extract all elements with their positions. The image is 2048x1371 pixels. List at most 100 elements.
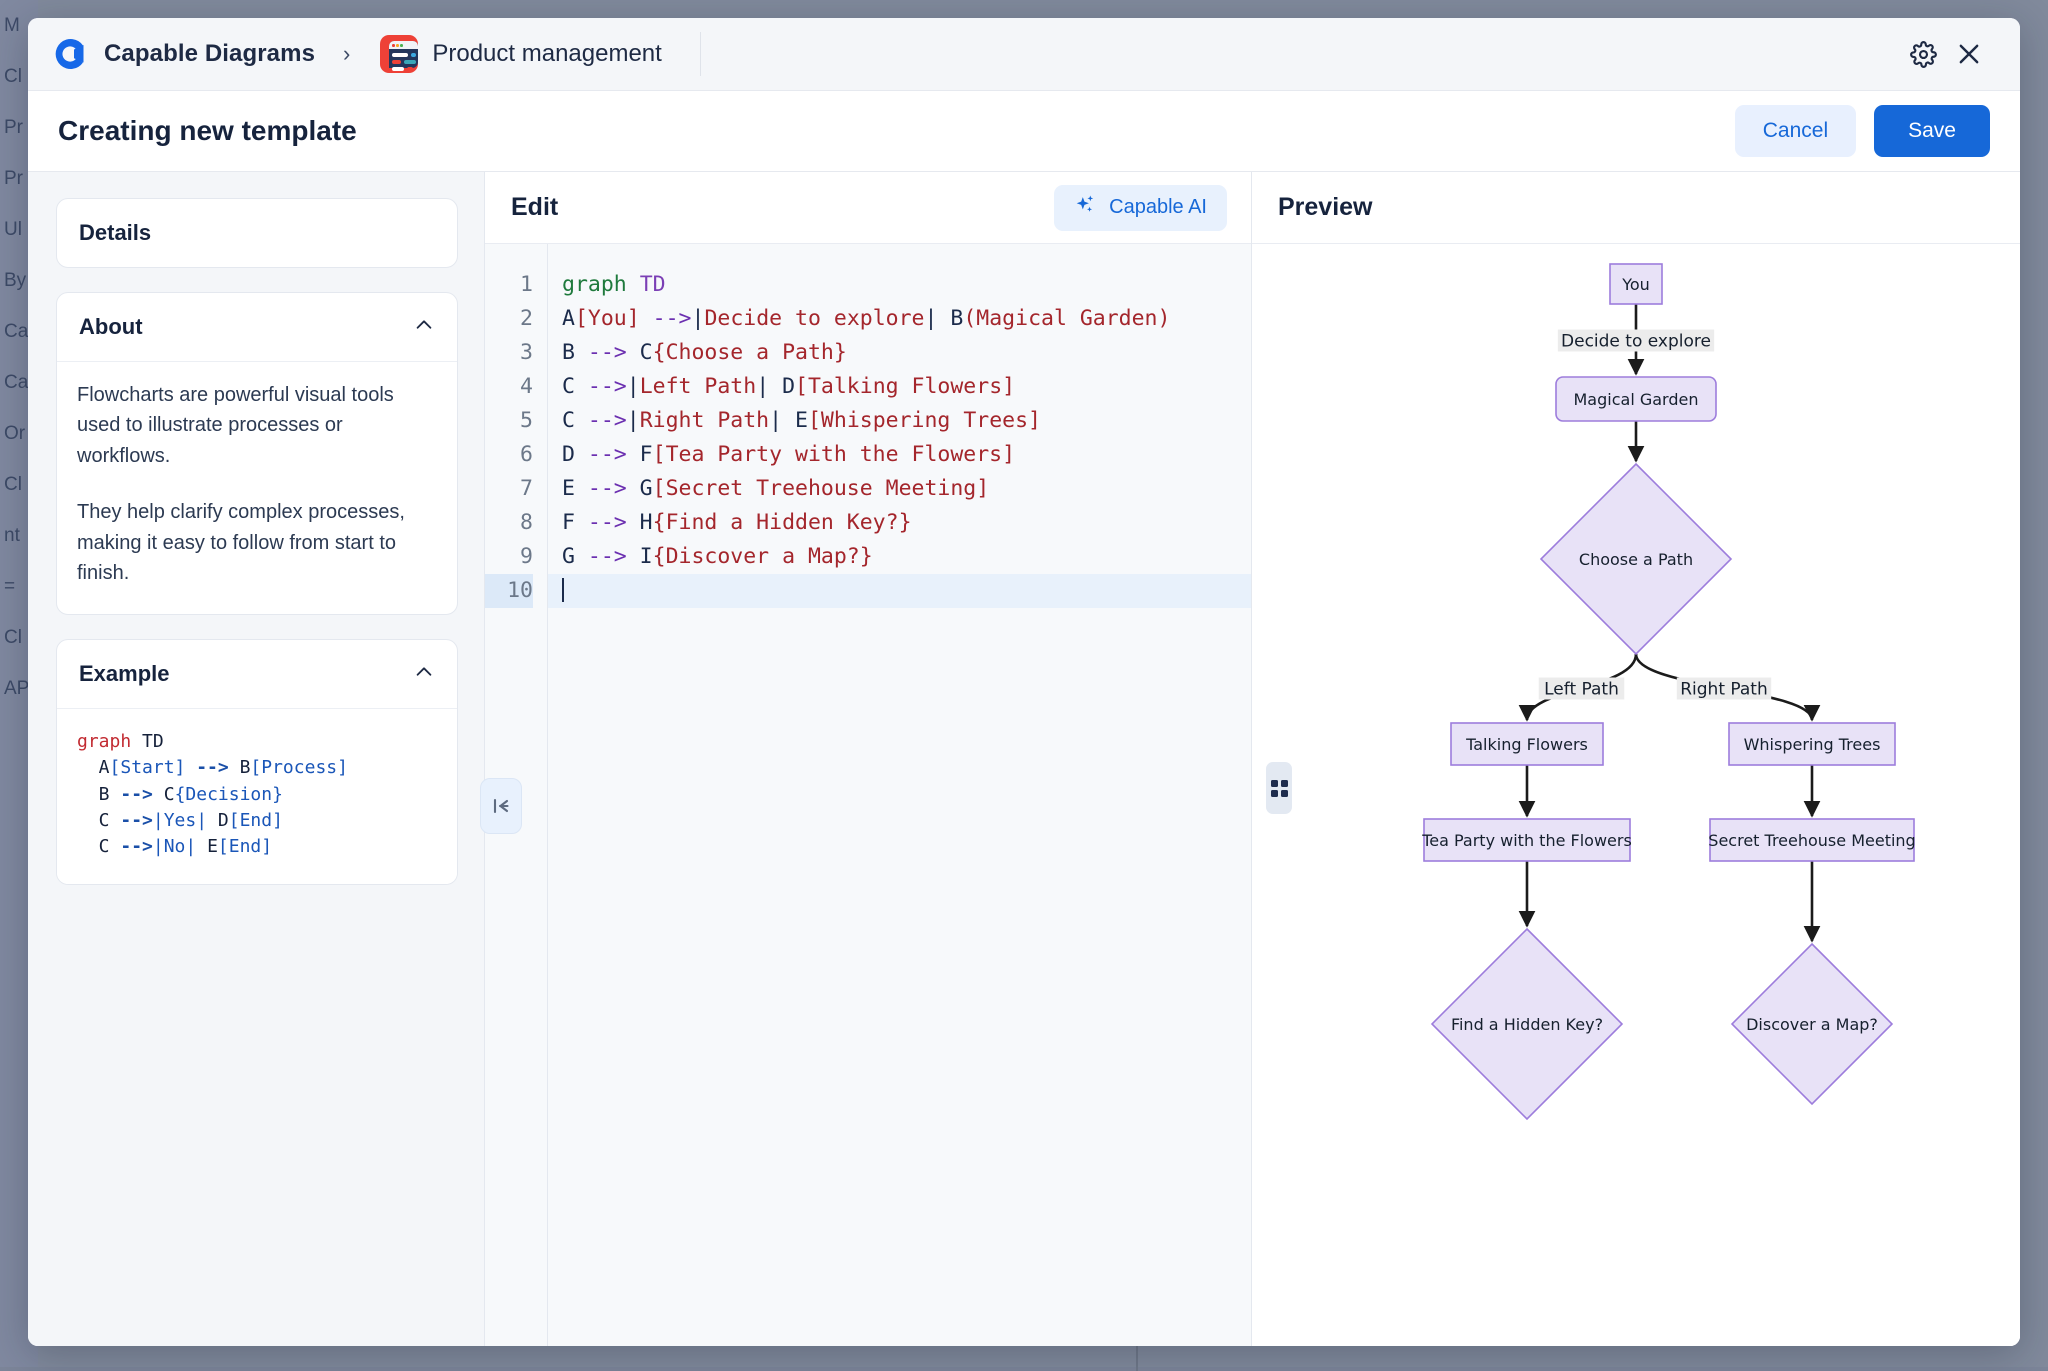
code-token: C: [153, 784, 175, 805]
code-token: C: [77, 810, 120, 831]
diagram-node[interactable]: Talking Flowers: [1451, 723, 1603, 765]
editor-code-line[interactable]: A[You] -->|Decide to explore| B(Magical …: [562, 302, 1251, 336]
preview-pane: Preview YouMagical GardenChoose a PathTa…: [1252, 172, 2020, 1346]
code-token: TD: [640, 272, 666, 297]
diagram-node-label: Secret Treehouse Meeting: [1708, 831, 1915, 850]
preview-title: Preview: [1278, 193, 1373, 222]
code-token: (Magical Garden): [963, 306, 1170, 331]
code-token: -->: [588, 340, 627, 365]
details-card-header[interactable]: Details: [57, 199, 457, 267]
collapse-left-icon[interactable]: [480, 778, 522, 834]
diagram-node[interactable]: Discover a Map?: [1732, 944, 1892, 1104]
code-token: |: [769, 408, 782, 433]
editor-pane-header: Edit Capable AI: [485, 172, 1251, 244]
diagram-node[interactable]: Magical Garden: [1556, 377, 1716, 421]
code-token: H: [627, 510, 653, 535]
code-token: [End]: [229, 810, 283, 831]
editor-code-line[interactable]: C -->|Left Path| D[Talking Flowers]: [562, 370, 1251, 404]
grid-drag-handle-icon[interactable]: [1266, 762, 1292, 814]
flowchart-svg: YouMagical GardenChoose a PathTalking Fl…: [1252, 244, 2020, 1344]
code-token: A: [77, 757, 110, 778]
editor-code-line[interactable]: D --> F[Tea Party with the Flowers]: [562, 438, 1251, 472]
diagram-node[interactable]: Secret Treehouse Meeting: [1708, 819, 1915, 861]
chevron-up-icon[interactable]: [413, 314, 435, 341]
code-token: C: [562, 374, 588, 399]
brand-name[interactable]: Capable Diagrams: [104, 40, 315, 68]
chevron-up-icon[interactable]: [413, 661, 435, 688]
page-title: Creating new template: [58, 115, 357, 147]
about-title: About: [79, 314, 143, 340]
code-line: C -->|Yes| D[End]: [77, 808, 437, 834]
close-icon[interactable]: [1946, 31, 1992, 77]
code-token: [Talking Flowers]: [795, 374, 1015, 399]
capable-diagrams-logo-icon: [50, 34, 90, 74]
editor-code-line[interactable]: G --> I{Discover a Map?}: [562, 540, 1251, 574]
cancel-button[interactable]: Cancel: [1735, 105, 1856, 157]
editor-line-number: 5: [485, 404, 533, 438]
code-token: F: [562, 510, 588, 535]
svg-text:Decide to explore: Decide to explore: [1561, 332, 1711, 352]
editor-line-number: 10: [485, 574, 533, 608]
editor-code-line[interactable]: [548, 574, 1251, 608]
code-token: |Yes|: [153, 810, 207, 831]
code-token: B: [77, 784, 120, 805]
diagram-node[interactable]: You: [1610, 264, 1662, 304]
editor-code-area[interactable]: graph TDA[You] -->|Decide to explore| B(…: [547, 244, 1251, 1346]
template-editor-modal: Capable Diagrams › Product management: [28, 18, 2020, 1346]
modal-body: Details About Flowcharts are powerful vi…: [28, 172, 2020, 1346]
code-line: A[Start] --> B[Process]: [77, 755, 437, 781]
example-card: Example graph TD A[Start] --> B[Process]…: [56, 639, 458, 884]
about-card-body: Flowcharts are powerful visual tools use…: [57, 361, 457, 614]
code-token: [Start]: [110, 757, 186, 778]
preview-pane-header: Preview: [1252, 172, 2020, 244]
editor-title: Edit: [511, 193, 558, 222]
code-token: [End]: [218, 836, 272, 857]
save-button[interactable]: Save: [1874, 105, 1990, 157]
breadcrumb-separator-icon: ›: [343, 41, 350, 67]
code-token: -->: [588, 374, 627, 399]
code-editor[interactable]: 12345678910 graph TDA[You] -->|Decide to…: [485, 244, 1251, 1346]
details-card[interactable]: Details: [56, 198, 458, 268]
editor-code-line[interactable]: F --> H{Find a Hidden Key?}: [562, 506, 1251, 540]
editor-code-line[interactable]: B --> C{Choose a Path}: [562, 336, 1251, 370]
example-card-header[interactable]: Example: [57, 640, 457, 708]
editor-code-line[interactable]: graph TD: [562, 268, 1251, 302]
gear-icon[interactable]: [1900, 31, 1946, 77]
product-management-icon: [380, 35, 418, 73]
code-token: [Whispering Trees]: [808, 408, 1041, 433]
svg-text:Left Path: Left Path: [1544, 680, 1619, 700]
diagram-node[interactable]: Find a Hidden Key?: [1432, 929, 1622, 1119]
code-token: Decide to explore: [704, 306, 924, 331]
code-token: E: [562, 476, 588, 501]
code-token: -->: [653, 306, 692, 331]
code-token: C: [627, 340, 653, 365]
diagram-node-label: Find a Hidden Key?: [1451, 1015, 1603, 1034]
example-card-body: graph TD A[Start] --> B[Process] B --> C…: [57, 708, 457, 883]
diagram-node[interactable]: Tea Party with the Flowers: [1421, 819, 1632, 861]
editor-code-line[interactable]: C -->|Right Path| E[Whispering Trees]: [562, 404, 1251, 438]
capable-ai-label: Capable AI: [1109, 196, 1207, 219]
breadcrumb-app[interactable]: Product management: [380, 35, 661, 73]
code-line: B --> C{Decision}: [77, 782, 437, 808]
editor-code-line[interactable]: E --> G[Secret Treehouse Meeting]: [562, 472, 1251, 506]
diagram-node[interactable]: Whispering Trees: [1729, 723, 1895, 765]
code-token: A: [562, 306, 575, 331]
about-paragraph: They help clarify complex processes, mak…: [77, 497, 437, 588]
about-card-header[interactable]: About: [57, 293, 457, 361]
app-name: Product management: [432, 40, 661, 68]
breadcrumb: Capable Diagrams › Product management: [50, 32, 701, 76]
diagram-nodes: YouMagical GardenChoose a PathTalking Fl…: [1421, 264, 1916, 1119]
diagram-preview[interactable]: YouMagical GardenChoose a PathTalking Fl…: [1252, 244, 2020, 1346]
code-token: F: [627, 442, 653, 467]
code-token: -->: [120, 810, 153, 831]
capable-ai-button[interactable]: Capable AI: [1054, 185, 1227, 231]
details-title: Details: [79, 220, 151, 246]
code-token: B: [229, 757, 251, 778]
example-code-block: graph TD A[Start] --> B[Process] B --> C…: [57, 709, 457, 883]
diagram-node[interactable]: Choose a Path: [1541, 464, 1731, 654]
diagram-node-label: Choose a Path: [1579, 550, 1693, 569]
about-paragraph: Flowcharts are powerful visual tools use…: [77, 380, 437, 471]
code-token: G: [627, 476, 653, 501]
code-token: C: [77, 836, 120, 857]
diagram-node-label: Tea Party with the Flowers: [1421, 831, 1632, 850]
